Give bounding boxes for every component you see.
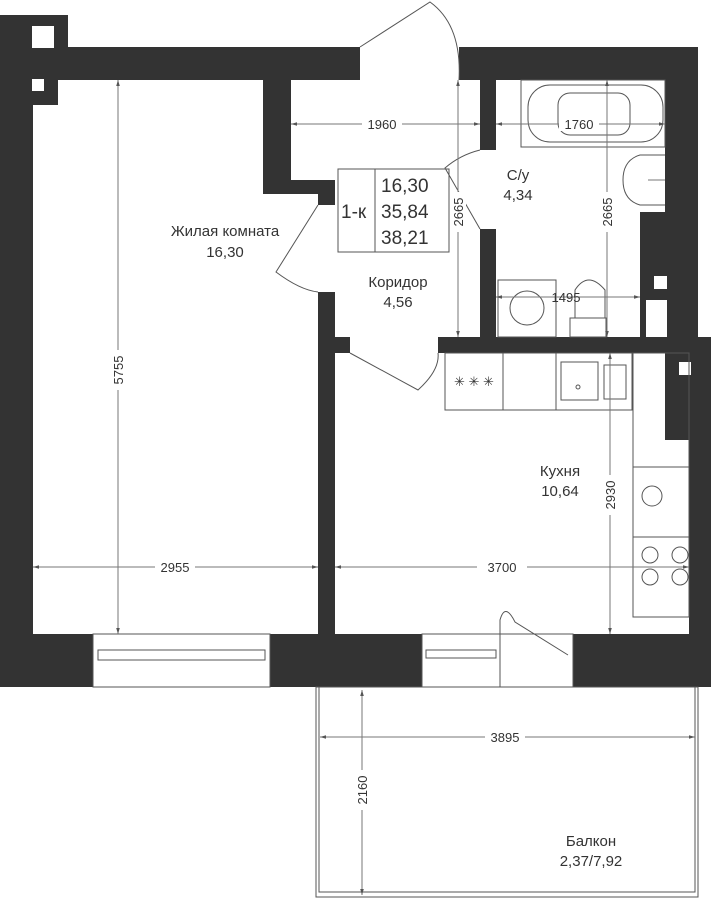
apartment-summary-box: 1-к 16,30 35,84 38,21: [337, 168, 450, 253]
dim-balcony-width: 3895: [491, 730, 520, 745]
toilet-icon: [569, 279, 607, 338]
sink-icon: [622, 154, 665, 206]
washing-machine-icon: [497, 279, 557, 338]
dim-bath-width: 1760: [565, 117, 594, 132]
dim-living-width: 2955: [161, 560, 190, 575]
stove-counter-icon: ✳ ✳ ✳: [444, 352, 557, 411]
room-labels: Жилая комната 16,30 Коридор 4,56 С/у 4,3…: [171, 167, 622, 870]
dim-corridor-width: 1960: [368, 117, 397, 132]
room-name-corridor: Коридор: [368, 274, 427, 291]
room-name-kitchen: Кухня: [540, 463, 580, 480]
room-name-balcony: Балкон: [566, 833, 616, 850]
dimension-labels: 5755 2955 3700 2930 1960 1760 2665 2665 …: [110, 117, 618, 810]
dim-kitchen-height: 2930: [603, 481, 618, 510]
walls: [0, 15, 711, 687]
dim-balcony-depth: 2160: [355, 776, 370, 805]
dim-corridor-height: 2665: [451, 198, 466, 227]
total-area: 35,84: [381, 202, 429, 223]
bathtub-icon: [520, 79, 666, 148]
room-area-corridor: 4,56: [383, 294, 412, 311]
balcony-outline: [315, 686, 699, 898]
area-with-balcony: 38,21: [381, 228, 429, 249]
windows: [92, 611, 574, 688]
room-area-kitchen: 10,64: [541, 483, 579, 500]
svg-text:✳ ✳ ✳: ✳ ✳ ✳: [454, 374, 494, 389]
kitchen-sink-icon: [555, 352, 633, 411]
dim-bath-lower-width: 1495: [552, 290, 581, 305]
room-name-living: Жилая комната: [171, 223, 280, 240]
cooktop-icon: [632, 352, 690, 618]
room-area-living: 16,30: [206, 244, 244, 261]
dim-living-height: 5755: [111, 356, 126, 385]
room-name-bathroom: С/у: [507, 167, 530, 184]
dim-kitchen-width: 3700: [488, 560, 517, 575]
dim-bath-height: 2665: [600, 198, 615, 227]
living-area: 16,30: [381, 176, 429, 197]
room-area-balcony: 2,37/7,92: [560, 853, 623, 870]
room-area-bathroom: 4,34: [503, 187, 532, 204]
apartment-type: 1-к: [341, 202, 367, 223]
